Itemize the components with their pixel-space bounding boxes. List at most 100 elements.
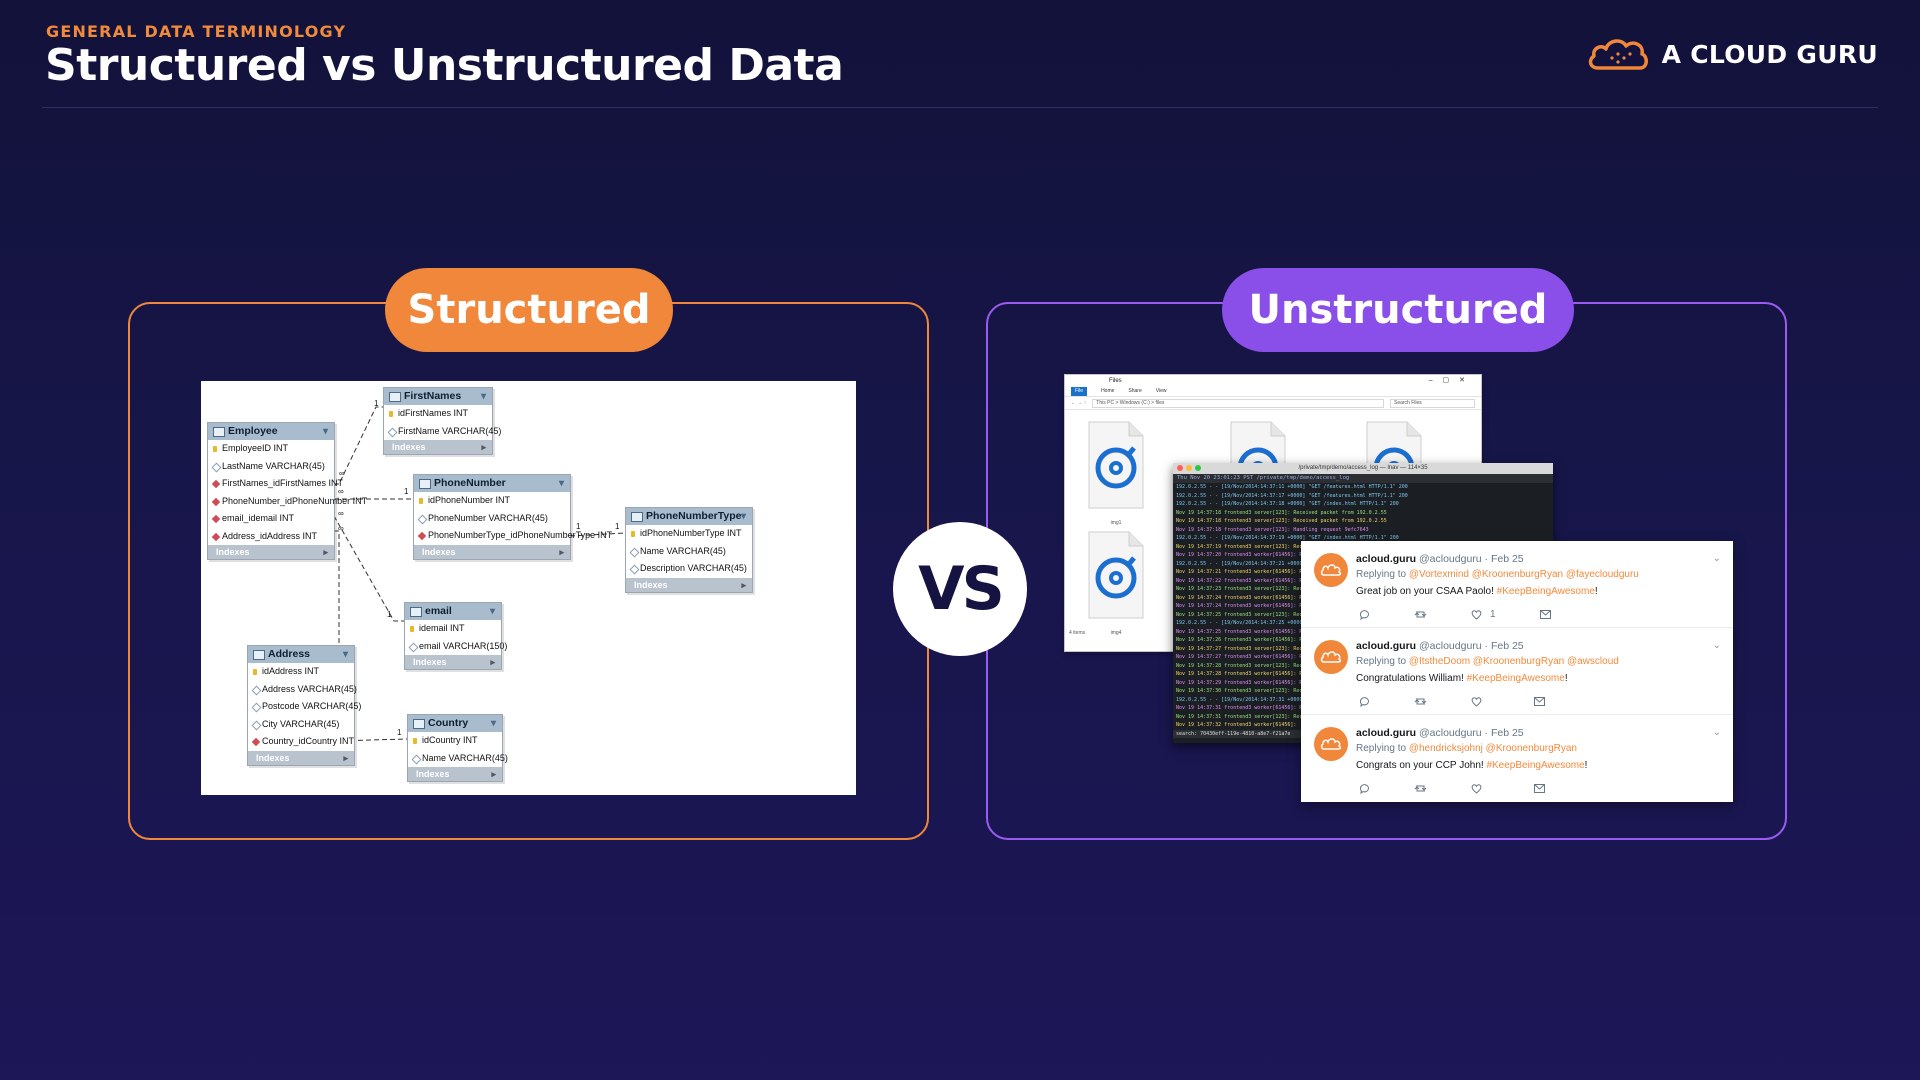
phonenumbertype-table: PhoneNumberType idPhoneNumberType INT Na… <box>625 507 753 593</box>
table-column: Country_idCountry INT <box>248 733 354 751</box>
tweet-author[interactable]: acloud.guru <box>1356 640 1417 652</box>
terminal-line: 192.0.2.55 - - [19/Nov/2014:14:37:31 +00… <box>1176 696 1306 703</box>
avatar[interactable] <box>1314 553 1348 587</box>
table-header: FirstNames <box>384 388 492 405</box>
avatar[interactable] <box>1314 727 1348 761</box>
file-item[interactable]: img4 <box>1073 526 1159 638</box>
tweet-mentions[interactable]: @ItstheDoom @KroonenburgRyan @awscloud <box>1408 656 1619 667</box>
reply-icon[interactable] <box>1359 609 1370 620</box>
tweet-hashtag[interactable]: #KeepBeingAwesome <box>1466 673 1565 684</box>
terminal-line: Nov 19 14:37:19 frontend3 server[123]: R… <box>1176 543 1387 550</box>
avatar[interactable] <box>1314 640 1348 674</box>
table-header: PhoneNumberType <box>626 508 752 525</box>
svg-text:∞: ∞ <box>338 509 344 518</box>
cloud-logo-icon <box>1588 39 1648 70</box>
tweet-handle: @acloudguru · Feb 25 <box>1419 553 1524 565</box>
message-icon[interactable] <box>1534 784 1545 793</box>
chevron-down-icon[interactable]: ⌄ <box>1712 553 1721 564</box>
explorer-address-bar: ← → ↑ This PC > Windows (C:) > files Sea… <box>1065 397 1481 410</box>
terminal-line: Nov 19 14:37:28 frontend3 worker[61456]:… <box>1176 671 1321 677</box>
message-icon[interactable] <box>1539 610 1551 619</box>
terminal-line: Nov 19 14:37:24 frontend3 worker[61456]:… <box>1176 603 1357 609</box>
tweet-reply-to: Replying to @hendricksjohnj @Kroonenburg… <box>1356 743 1577 754</box>
terminal-line: Nov 19 14:37:21 frontend3 worker[61456]:… <box>1176 569 1357 575</box>
nav-arrows-icon[interactable]: ← → ↑ <box>1071 400 1087 406</box>
address-input[interactable]: This PC > Windows (C:) > files <box>1092 398 1384 408</box>
tweet-reply-to: Replying to @Vortexmind @KroonenburgRyan… <box>1356 569 1639 580</box>
table-header: Employee <box>208 423 334 440</box>
message-icon[interactable] <box>1534 697 1545 706</box>
chevron-down-icon[interactable]: ⌄ <box>1712 640 1721 651</box>
file-item[interactable]: img1 <box>1073 416 1159 528</box>
tweet-suffix: ! <box>1564 673 1568 684</box>
explorer-title: Files <box>1109 378 1122 384</box>
phonenumber-table: PhoneNumber idPhoneNumber INT PhoneNumbe… <box>413 474 612 560</box>
tweet[interactable]: acloud.guru @acloudguru · Feb 25 Replying… <box>1301 715 1733 802</box>
ribbon-tab[interactable]: View <box>1155 388 1167 394</box>
tweet-mentions[interactable]: @hendricksjohnj @KroonenburgRyan <box>1408 743 1577 754</box>
like-icon[interactable] <box>1471 783 1490 794</box>
tweet-author[interactable]: acloud.guru <box>1356 553 1417 565</box>
page-title: Structured vs Unstructured Data <box>45 40 844 91</box>
tweet-author[interactable]: acloud.guru <box>1356 727 1417 739</box>
tweet[interactable]: acloud.guru @acloudguru · Feb 25 Replying… <box>1301 541 1733 628</box>
svg-text:∞: ∞ <box>338 524 344 533</box>
terminal-line: Nov 19 14:37:25 frontend3 server[123]: R… <box>1176 611 1339 618</box>
chevron-down-icon[interactable]: ⌄ <box>1712 727 1721 738</box>
terminal-line: Nov 19 14:37:18 frontend3 server[123]: H… <box>1176 526 1369 533</box>
table-indexes: Indexes <box>384 440 492 454</box>
explorer-ribbon: File Home Share View <box>1065 387 1481 397</box>
tweet-mentions[interactable]: @Vortexmind @KroonenburgRyan @fayecloudg… <box>1408 569 1639 580</box>
terminal-line: Nov 19 14:37:31 frontend3 worker[61456]:… <box>1176 705 1321 711</box>
acloudguru-avatar-icon <box>1320 651 1342 663</box>
reply-icon[interactable] <box>1359 696 1370 707</box>
like-icon[interactable]: 1 <box>1471 609 1496 620</box>
table-header: email <box>405 603 501 620</box>
ribbon-tab[interactable]: Share <box>1128 388 1142 394</box>
table-column: Address VARCHAR(45) <box>248 681 357 699</box>
table-column: idCountry INT <box>408 732 502 750</box>
structured-label: Structured <box>385 268 673 352</box>
table-column: Description VARCHAR(45) <box>626 560 752 578</box>
reply-prefix: Replying to <box>1356 656 1409 667</box>
brand-name: A CLOUD GURU <box>1661 39 1878 69</box>
terminal-titlebar: /private/tmp/demo/access_log — lnav — 11… <box>1173 463 1553 474</box>
reply-icon[interactable] <box>1359 783 1370 794</box>
retweet-icon[interactable] <box>1414 609 1427 620</box>
table-header: PhoneNumber <box>414 475 570 492</box>
table-indexes: Indexes <box>626 577 752 592</box>
ribbon-tab[interactable]: File <box>1071 387 1088 396</box>
terminal-line: Nov 19 14:37:27 frontend3 worker[61456]:… <box>1176 654 1321 660</box>
traffic-lights-icon[interactable] <box>1177 465 1204 476</box>
terminal-line: Nov 19 14:37:26 frontend3 worker[61456]:… <box>1176 637 1357 643</box>
retweet-icon[interactable] <box>1414 783 1427 794</box>
table-column: Address_idAddress INT <box>208 528 334 546</box>
reply-prefix: Replying to <box>1356 743 1409 754</box>
table-column: LastName VARCHAR(45) <box>208 458 334 476</box>
retweet-icon[interactable] <box>1414 696 1427 707</box>
svg-text:1: 1 <box>397 728 402 737</box>
eyebrow-label: GENERAL DATA TERMINOLOGY <box>46 22 347 41</box>
tweet-hashtag[interactable]: #KeepBeingAwesome <box>1496 586 1595 597</box>
terminal-line: 192.0.2.55 - - [19/Nov/2014:14:37:11 +00… <box>1176 484 1408 490</box>
country-table: Country idCountry INT Name VARCHAR(45) I… <box>407 714 508 782</box>
tweet-suffix: ! <box>1584 760 1588 771</box>
file-name: img4 <box>1110 630 1122 636</box>
tweet-text: Great job on your CSAA Paolo! #KeepBeing… <box>1356 586 1598 597</box>
terminal-status-line: Thu Nov 20 23:01:23 PST /private/tmp/dem… <box>1173 474 1553 483</box>
table-indexes: Indexes <box>414 544 570 559</box>
table-column: Name VARCHAR(45) <box>408 750 508 768</box>
search-input[interactable]: Search Files <box>1390 398 1475 408</box>
table-header: Country <box>408 715 502 732</box>
tweet-header: acloud.guru @acloudguru · Feb 25 <box>1356 727 1524 739</box>
window-controls-icon[interactable]: –▢✕ <box>1428 377 1475 384</box>
terminal-line: Nov 19 14:37:25 frontend3 worker[61456]:… <box>1176 628 1357 635</box>
terminal-line: 192.0.2.55 - - [19/Nov/2014:14:37:18 +00… <box>1176 501 1399 507</box>
terminal-line: Nov 19 14:37:29 frontend3 worker[61456]:… <box>1176 679 1321 686</box>
table-column: idPhoneNumber INT <box>414 492 570 510</box>
tweet-hashtag[interactable]: #KeepBeingAwesome <box>1486 760 1585 771</box>
ribbon-tab[interactable]: Home <box>1101 388 1115 394</box>
tweet-suffix: ! <box>1594 586 1598 597</box>
like-icon[interactable] <box>1471 696 1490 707</box>
